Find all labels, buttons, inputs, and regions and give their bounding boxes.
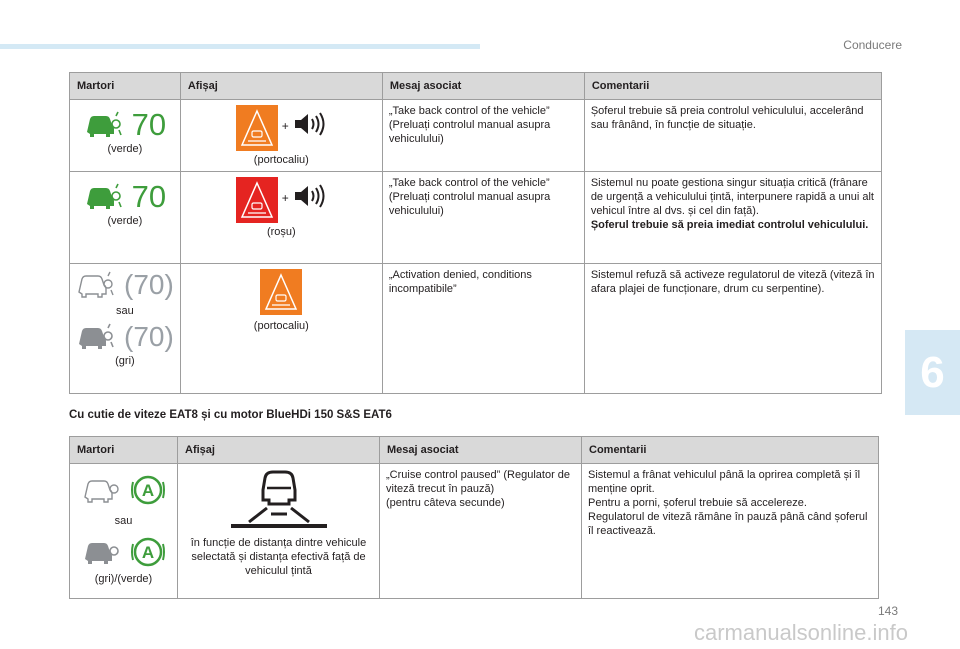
comment-line: Pentru a porni, șoferul trebuie să accel…	[588, 497, 807, 509]
green-car-steering-icon	[86, 183, 122, 209]
outline-car-steering-icon	[83, 480, 119, 503]
comment-line: Regulatorul de viteză rămâne în pauză pâ…	[588, 511, 868, 537]
message-cell: „Activation denied, conditions incompati…	[381, 263, 585, 394]
section-title: Conducere	[843, 38, 902, 52]
table-row: A sau A (gri)/(verde)	[69, 463, 879, 599]
header-mesaj: Mesaj asociat	[381, 72, 585, 100]
message-cell: „Cruise control paused” (Regulator de vi…	[379, 463, 582, 599]
comment-cell: Sistemul nu poate gestiona singur situaț…	[583, 171, 882, 264]
green-auto-a-icon: A	[130, 537, 165, 567]
grey-car-steering-icon	[84, 543, 119, 564]
display-caption: în funcție de distanța dintre vehicule s…	[190, 537, 367, 577]
or-label: sau	[116, 305, 134, 317]
green-car-steering-icon	[86, 111, 122, 137]
outline-car-steering-icon	[78, 271, 114, 298]
a-letter: A	[141, 481, 153, 500]
orange-collision-warning-icon	[235, 105, 278, 151]
message-cell: „Take back control of the vehicle” (Prel…	[381, 171, 585, 264]
comment-cell: Sistemul a frânat vehiculul până la opri…	[581, 463, 879, 599]
speed-value: 70	[131, 179, 167, 214]
display-cell: (portocaliu)	[179, 263, 383, 394]
display-caption: (roșu)	[266, 226, 296, 238]
speed-value-outline: (70)	[124, 269, 174, 300]
vehicle-distance-icon	[230, 470, 327, 528]
message-text: „Cruise control paused” (Regulator de vi…	[386, 469, 571, 495]
header-comentarii: Comentarii	[581, 436, 879, 464]
header-comentarii: Comentarii	[583, 72, 882, 100]
chapter-tab: 6	[905, 330, 960, 415]
witness-caption: (verde)	[107, 215, 143, 227]
speed-value-grey: (70)	[124, 321, 174, 352]
indicator-table-2: Martori Afișaj Mesaj asociat Comentarii …	[69, 436, 879, 599]
comment-line: Sistemul a frânat vehiculul până la opri…	[588, 469, 861, 495]
witness-cell: 70 (verde)	[69, 171, 181, 264]
comment-cell: Șoferul trebuie să preia controlul vehic…	[583, 99, 882, 172]
witness-caption: (verde)	[107, 143, 143, 155]
display-cell: + (portocaliu)	[179, 99, 383, 172]
display-cell: în funcție de distanța dintre vehicule s…	[177, 463, 380, 599]
comment-text: Sistemul nu poate gestiona singur situaț…	[590, 177, 874, 217]
speaker-sound-icon	[294, 184, 325, 208]
or-label: sau	[114, 515, 133, 527]
grey-car-steering-icon	[79, 323, 114, 349]
header-afisaj: Afișaj	[179, 72, 383, 100]
plus-sign: +	[281, 191, 289, 205]
page-number: 143	[877, 604, 898, 618]
table-row: 70 (verde) + (portocaliu)	[69, 99, 882, 172]
witness-cell: A sau A (gri)/(verde)	[69, 463, 178, 599]
witness-cell: (70) sau (70) (gri)	[69, 263, 181, 394]
header-afisaj: Afișaj	[177, 436, 380, 464]
a-letter: A	[141, 543, 153, 562]
plus-sign: +	[281, 119, 289, 133]
speed-value: 70	[131, 107, 167, 142]
orange-collision-warning-icon	[260, 269, 303, 315]
message-duration: (pentru câteva secunde)	[386, 497, 505, 509]
section-subheading: Cu cutie de viteze EAT8 și cu motor Blue…	[69, 409, 392, 421]
table-row: 70 (verde) + (roșu)	[69, 171, 882, 264]
speaker-sound-icon	[294, 112, 325, 136]
comment-bold-text: Șoferul trebuie să preia imediat control…	[590, 219, 869, 231]
header-accent-bar	[0, 44, 480, 49]
message-cell: „Take back control of the vehicle” (Prel…	[381, 99, 585, 172]
display-caption: (portocaliu)	[253, 320, 309, 332]
indicator-table-1: Martori Afișaj Mesaj asociat Comentarii …	[69, 72, 882, 394]
comment-cell: Sistemul refuză să activeze regulatorul …	[583, 263, 882, 394]
display-caption: (portocaliu)	[253, 154, 309, 166]
header-martori: Martori	[69, 72, 181, 100]
header-martori: Martori	[69, 436, 178, 464]
green-auto-a-icon: A	[130, 475, 165, 505]
witness-caption: (gri)	[115, 355, 135, 367]
red-collision-warning-icon	[235, 177, 278, 223]
witness-caption: (gri)/(verde)	[94, 573, 153, 585]
watermark: carmanualsonline.info	[693, 620, 908, 645]
witness-cell: 70 (verde)	[69, 99, 181, 172]
table-row: (70) sau (70) (gri)	[69, 263, 882, 394]
display-cell: + (roșu)	[179, 171, 383, 264]
table-header-row: Martori Afișaj Mesaj asociat Comentarii	[69, 436, 879, 464]
table-header-row: Martori Afișaj Mesaj asociat Comentarii	[69, 72, 882, 100]
header-mesaj: Mesaj asociat	[379, 436, 582, 464]
